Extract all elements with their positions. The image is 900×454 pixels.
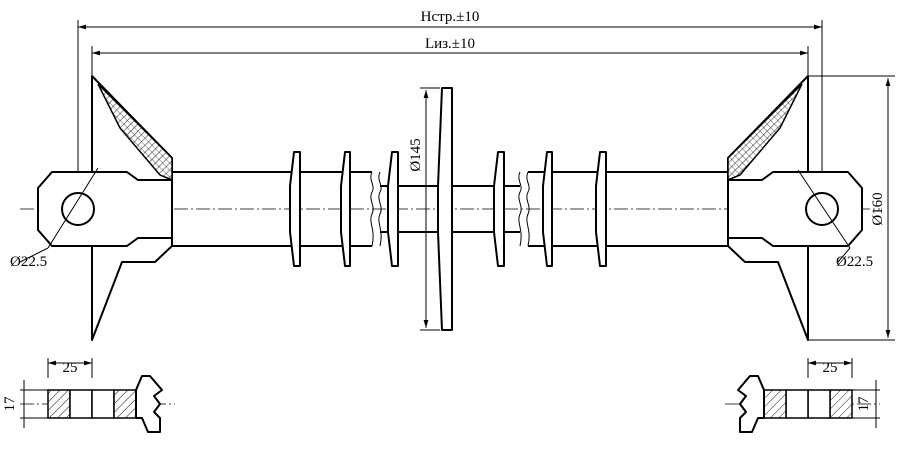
left-end-fitting: Ø22.5: [10, 75, 173, 341]
left-seal-hatch: [97, 83, 173, 182]
shed-large: [437, 87, 453, 331]
right-hole-label: Ø22.5: [836, 254, 873, 270]
right-eye-hole: [805, 192, 839, 226]
shed-5: [542, 151, 553, 267]
insulation-length-label: Lиз.±10: [425, 36, 475, 52]
left-section-view: 25 17: [2, 358, 175, 433]
fitting-diameter-dimension: Ø160: [808, 75, 895, 341]
left-hole-label: Ø22.5: [10, 254, 47, 270]
left-lug-thickness-label: 17: [2, 396, 18, 412]
overall-length-dimension: Нстр.±10: [77, 9, 823, 185]
shed-3: [387, 151, 399, 267]
shed-1: [289, 151, 301, 267]
left-eye-hole: [61, 192, 95, 226]
shed-diameter-dimension: Ø145: [408, 87, 440, 331]
shed-4: [493, 151, 505, 267]
left-lug-width-label: 25: [63, 360, 78, 376]
right-section-view: 25 17: [725, 358, 880, 433]
right-lug-width-label: 25: [823, 360, 838, 376]
insulation-length-dimension: Lиз.±10: [91, 36, 809, 75]
left-eye-lug: [37, 171, 173, 247]
right-end-fitting: Ø22.5: [727, 75, 873, 341]
fitting-diameter-label: Ø160: [870, 192, 886, 225]
right-seal-hatch: [727, 83, 803, 182]
overall-length-label: Нстр.±10: [421, 9, 480, 25]
shed-6: [595, 151, 607, 267]
shed-diameter-label: Ø145: [408, 138, 424, 171]
right-eye-lug: [727, 171, 863, 247]
shed-2: [340, 151, 351, 267]
shed-group: [289, 87, 607, 331]
